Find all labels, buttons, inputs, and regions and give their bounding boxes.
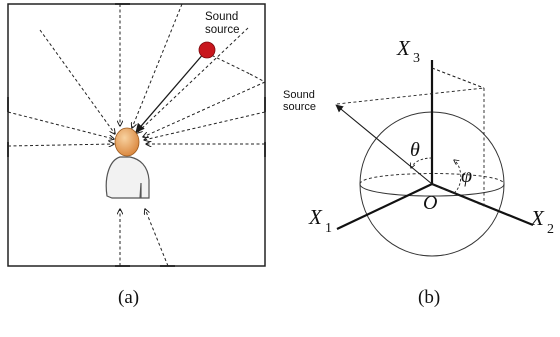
sound-source-dot bbox=[198, 41, 216, 59]
source-label-a-line1: Sound bbox=[205, 11, 238, 23]
source-label-b-line1: Sound bbox=[283, 89, 315, 101]
axis-x1-label: X bbox=[308, 205, 323, 229]
caption-b: (b) bbox=[418, 287, 440, 308]
listener-icon bbox=[105, 127, 150, 199]
room-boundary bbox=[7, 3, 266, 267]
listener-head bbox=[114, 127, 140, 157]
source-vector bbox=[335, 104, 433, 185]
theta-label: θ bbox=[410, 139, 420, 161]
phi-arc bbox=[454, 160, 462, 194]
listener-body bbox=[105, 156, 150, 199]
source-label-a-line2: source bbox=[205, 24, 240, 36]
axis-x2-subscript: 2 bbox=[547, 222, 554, 237]
axis-x1-subscript: 1 bbox=[325, 221, 332, 236]
equator-front bbox=[359, 183, 505, 197]
source-label-b-line2: source bbox=[283, 101, 316, 113]
reflected-rays bbox=[7, 3, 266, 267]
origin-label: O bbox=[423, 192, 437, 214]
panel-a: Sound source (a) bbox=[7, 3, 266, 308]
theta-arc bbox=[411, 157, 433, 168]
axis-x3-subscript: 3 bbox=[413, 51, 420, 66]
axis-x2-line bbox=[431, 182, 534, 227]
direct-path bbox=[135, 51, 206, 133]
axis-x1-line bbox=[336, 183, 433, 230]
caption-a: (a) bbox=[118, 287, 139, 308]
axis-x2-label: X bbox=[530, 206, 545, 230]
panel-b: Sound source X 3 X 1 X 2 O θ φ (b) bbox=[283, 36, 554, 308]
projection-lines bbox=[336, 67, 485, 207]
axis-x3-label: X bbox=[396, 36, 411, 60]
phi-label: φ bbox=[461, 165, 472, 187]
